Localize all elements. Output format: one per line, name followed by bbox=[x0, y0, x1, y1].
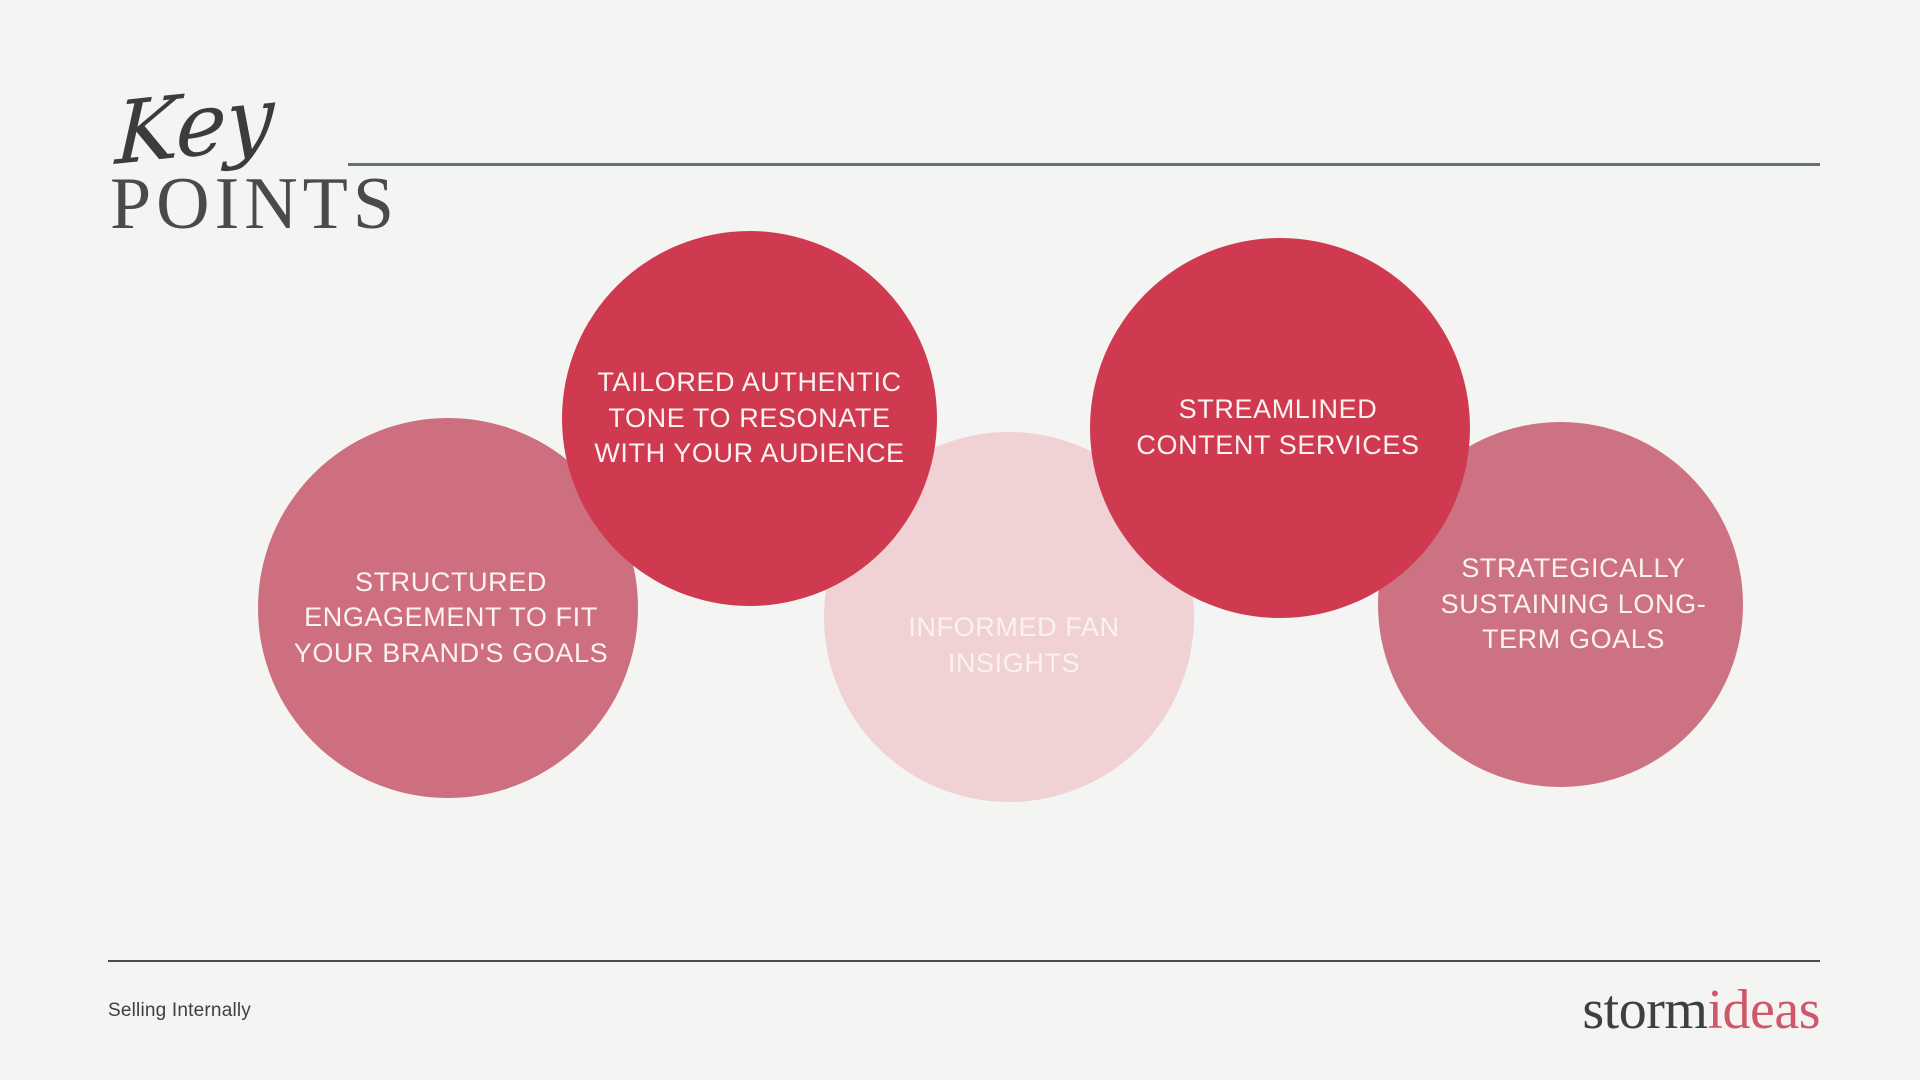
stormideas-logo: stormideas bbox=[1582, 978, 1820, 1042]
header-divider bbox=[348, 163, 1820, 166]
footer-section-label: Selling Internally bbox=[108, 1000, 252, 1021]
slide-header: Key POINTS bbox=[0, 0, 1920, 330]
logo-word-storm: storm bbox=[1582, 979, 1708, 1041]
bubble-label: STREAMLINED CONTENT SERVICES bbox=[1136, 394, 1420, 460]
key-point-bubble-tailored-authentic-tone[interactable]: TAILORED AUTHENTIC TONE TO RESONATE WITH… bbox=[562, 231, 937, 606]
bubble-label: STRUCTURED ENGAGEMENT TO FIT YOUR BRAND'… bbox=[293, 566, 609, 668]
logo-word-ideas: ideas bbox=[1707, 979, 1820, 1041]
footer-divider bbox=[108, 960, 1820, 962]
bubble-label: STRATEGICALLY SUSTAINING LONG-TERM GOALS bbox=[1440, 553, 1707, 655]
title-main-word: POINTS bbox=[110, 162, 400, 245]
key-point-bubble-streamlined-content-services[interactable]: STREAMLINED CONTENT SERVICES bbox=[1090, 238, 1470, 618]
page-title: Key POINTS bbox=[108, 68, 438, 245]
bubble-label: TAILORED AUTHENTIC TONE TO RESONATE WITH… bbox=[594, 367, 905, 469]
bubble-label: INFORMED FAN INSIGHTS bbox=[908, 612, 1120, 678]
